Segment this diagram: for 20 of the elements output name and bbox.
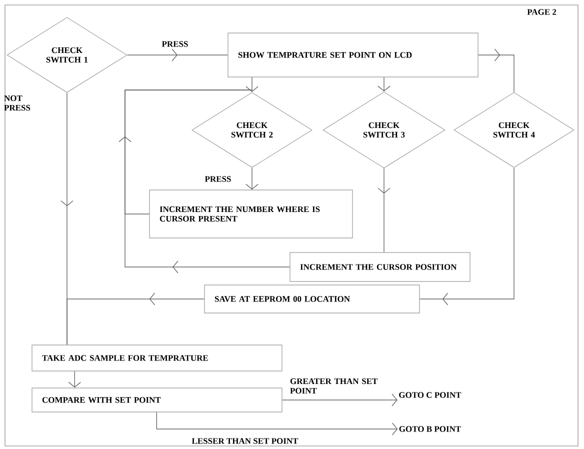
process-box: COMPARE WITH SET POINT [32,388,282,412]
edge-label: PRESS [162,41,188,47]
goto-text: GOTO B POINT [399,426,461,432]
edge-label: NOT PRESS [4,95,30,111]
edge-label: PRESS [204,176,231,182]
arrow [246,168,258,190]
page-number: PAGE 2 [527,9,556,15]
arrow [246,77,258,92]
arrow [156,412,398,436]
process-box: INCREMENT THE CURSOR POSITION [290,252,470,282]
process-box: TAKE ADC SAMPLE FOR TEMPRATURE [32,344,282,372]
process-box: SHOW TEMPRATURE SET POINT ON LCD [228,32,478,78]
arrow [378,77,390,92]
edge-label: GREATER THAN SET POINT [290,378,378,394]
goto-text: GOTO C POINT [399,392,462,398]
arrow [282,394,398,406]
process-box: SAVE AT EEPROM 00 LOCATION [204,284,420,314]
process-box: INCREMENT THE NUMBER WHERE IS CURSOR PRESENT [149,190,353,238]
arrow [68,370,81,388]
edge-label: LESSER THAN SET POINT [192,438,298,444]
